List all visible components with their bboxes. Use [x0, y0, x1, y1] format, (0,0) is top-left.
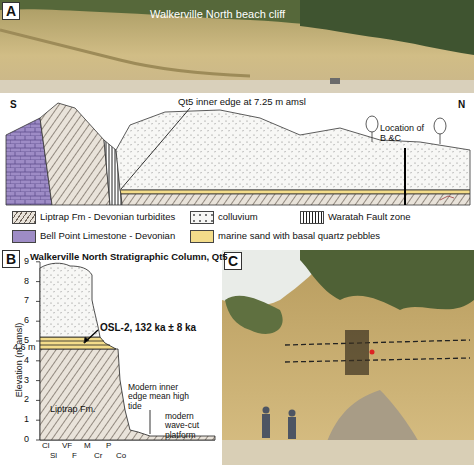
rock: [330, 78, 340, 84]
axis-tick: 9: [24, 257, 29, 267]
legend-text: marine sand with basal quartz pebbles: [218, 230, 380, 242]
sample-pit: [345, 330, 369, 375]
title-text: Walkerville North beach cliff: [150, 8, 285, 20]
axis-tick: 1: [24, 415, 29, 425]
marine-sand: [40, 337, 116, 349]
contact-line: [285, 340, 470, 345]
beach: [0, 80, 474, 93]
contact-line: [285, 358, 470, 362]
colluvium: [40, 263, 100, 337]
cliff-face: [222, 250, 474, 465]
axis-tick: 3: [24, 376, 29, 386]
cross-section: [6, 103, 470, 205]
cliff-texture: [0, 30, 250, 76]
panel-letter: A: [2, 2, 20, 20]
vegetation: [225, 296, 283, 334]
tick-marks: [36, 262, 40, 440]
axis-tick: 7: [24, 296, 29, 306]
panel-letter-text: B: [6, 251, 16, 267]
annotation: Modern inner edge mean high tide: [128, 383, 198, 411]
axis-tick: 2: [24, 395, 29, 405]
legend-swatch: [190, 211, 214, 224]
arrowhead: [84, 337, 89, 343]
photo-c: [222, 250, 474, 465]
panel-letter-text: A: [6, 3, 16, 19]
person: [262, 407, 296, 440]
sample-point: [370, 350, 375, 355]
axis-tick: 6: [24, 316, 29, 326]
annotation: modern wave-cut platform: [165, 412, 217, 440]
grain-size-label: P: [106, 442, 111, 451]
liptrap-fm: [40, 103, 110, 205]
legend-swatch: [190, 230, 214, 243]
axis-tick: 4: [24, 356, 29, 366]
axis-tick: 0: [24, 435, 29, 445]
bed-line: [40, 345, 110, 346]
column-title: Walkerville North Stratigraphic Column, …: [30, 252, 228, 262]
sample-label: OSL-2, 132 ka ± 8 ka: [100, 322, 196, 333]
trees: [300, 0, 474, 55]
legend-text: Liptrap Fm - Devonian turbidites: [40, 211, 175, 223]
grain-size-label: F: [72, 452, 77, 461]
liptrap-fm: [121, 194, 470, 205]
grain-size-label: Sl: [50, 452, 57, 461]
grain-size-label: Cl: [42, 442, 50, 451]
legend-text: Bell Point Limestone - Devonian: [40, 230, 175, 242]
legend-swatch: [12, 211, 36, 224]
symbol: [440, 196, 454, 200]
trees: [300, 250, 474, 310]
legend-text: colluvium: [218, 211, 258, 223]
grain-size-label: Co: [116, 452, 126, 461]
legend-swatch: [12, 230, 36, 243]
unit-label: Liptrap Fm.: [50, 405, 96, 415]
section-location-line: [404, 148, 406, 205]
panel-letter: B: [2, 250, 20, 268]
legend-swatch: [300, 211, 324, 224]
bed-line: [40, 341, 104, 342]
grain-size-label: Cr: [94, 452, 102, 461]
marine-sand: [120, 190, 470, 194]
direction-label: S: [10, 99, 17, 110]
photo-a: [0, 0, 474, 93]
grain-size-label: VF: [62, 442, 72, 451]
leader-line: [150, 410, 151, 434]
beach: [222, 440, 474, 465]
cliff-face: [0, 0, 474, 93]
callout-text: Qt5 inner edge at 7.25 m amsl: [178, 97, 306, 107]
axis-title: Elevation (m amsl): [15, 310, 25, 410]
sample-arrow: [84, 330, 98, 343]
callout-text: Location of B &C: [380, 124, 428, 144]
panel-letter-text: C: [228, 253, 238, 269]
legend-text: Waratah Fault zone: [328, 211, 411, 223]
tree: [366, 116, 446, 144]
axis-tick: 8: [24, 277, 29, 287]
colluvium: [116, 110, 470, 190]
grain-size-label: M: [84, 442, 91, 451]
leader-line: [121, 108, 190, 189]
direction-label: N: [458, 99, 465, 110]
